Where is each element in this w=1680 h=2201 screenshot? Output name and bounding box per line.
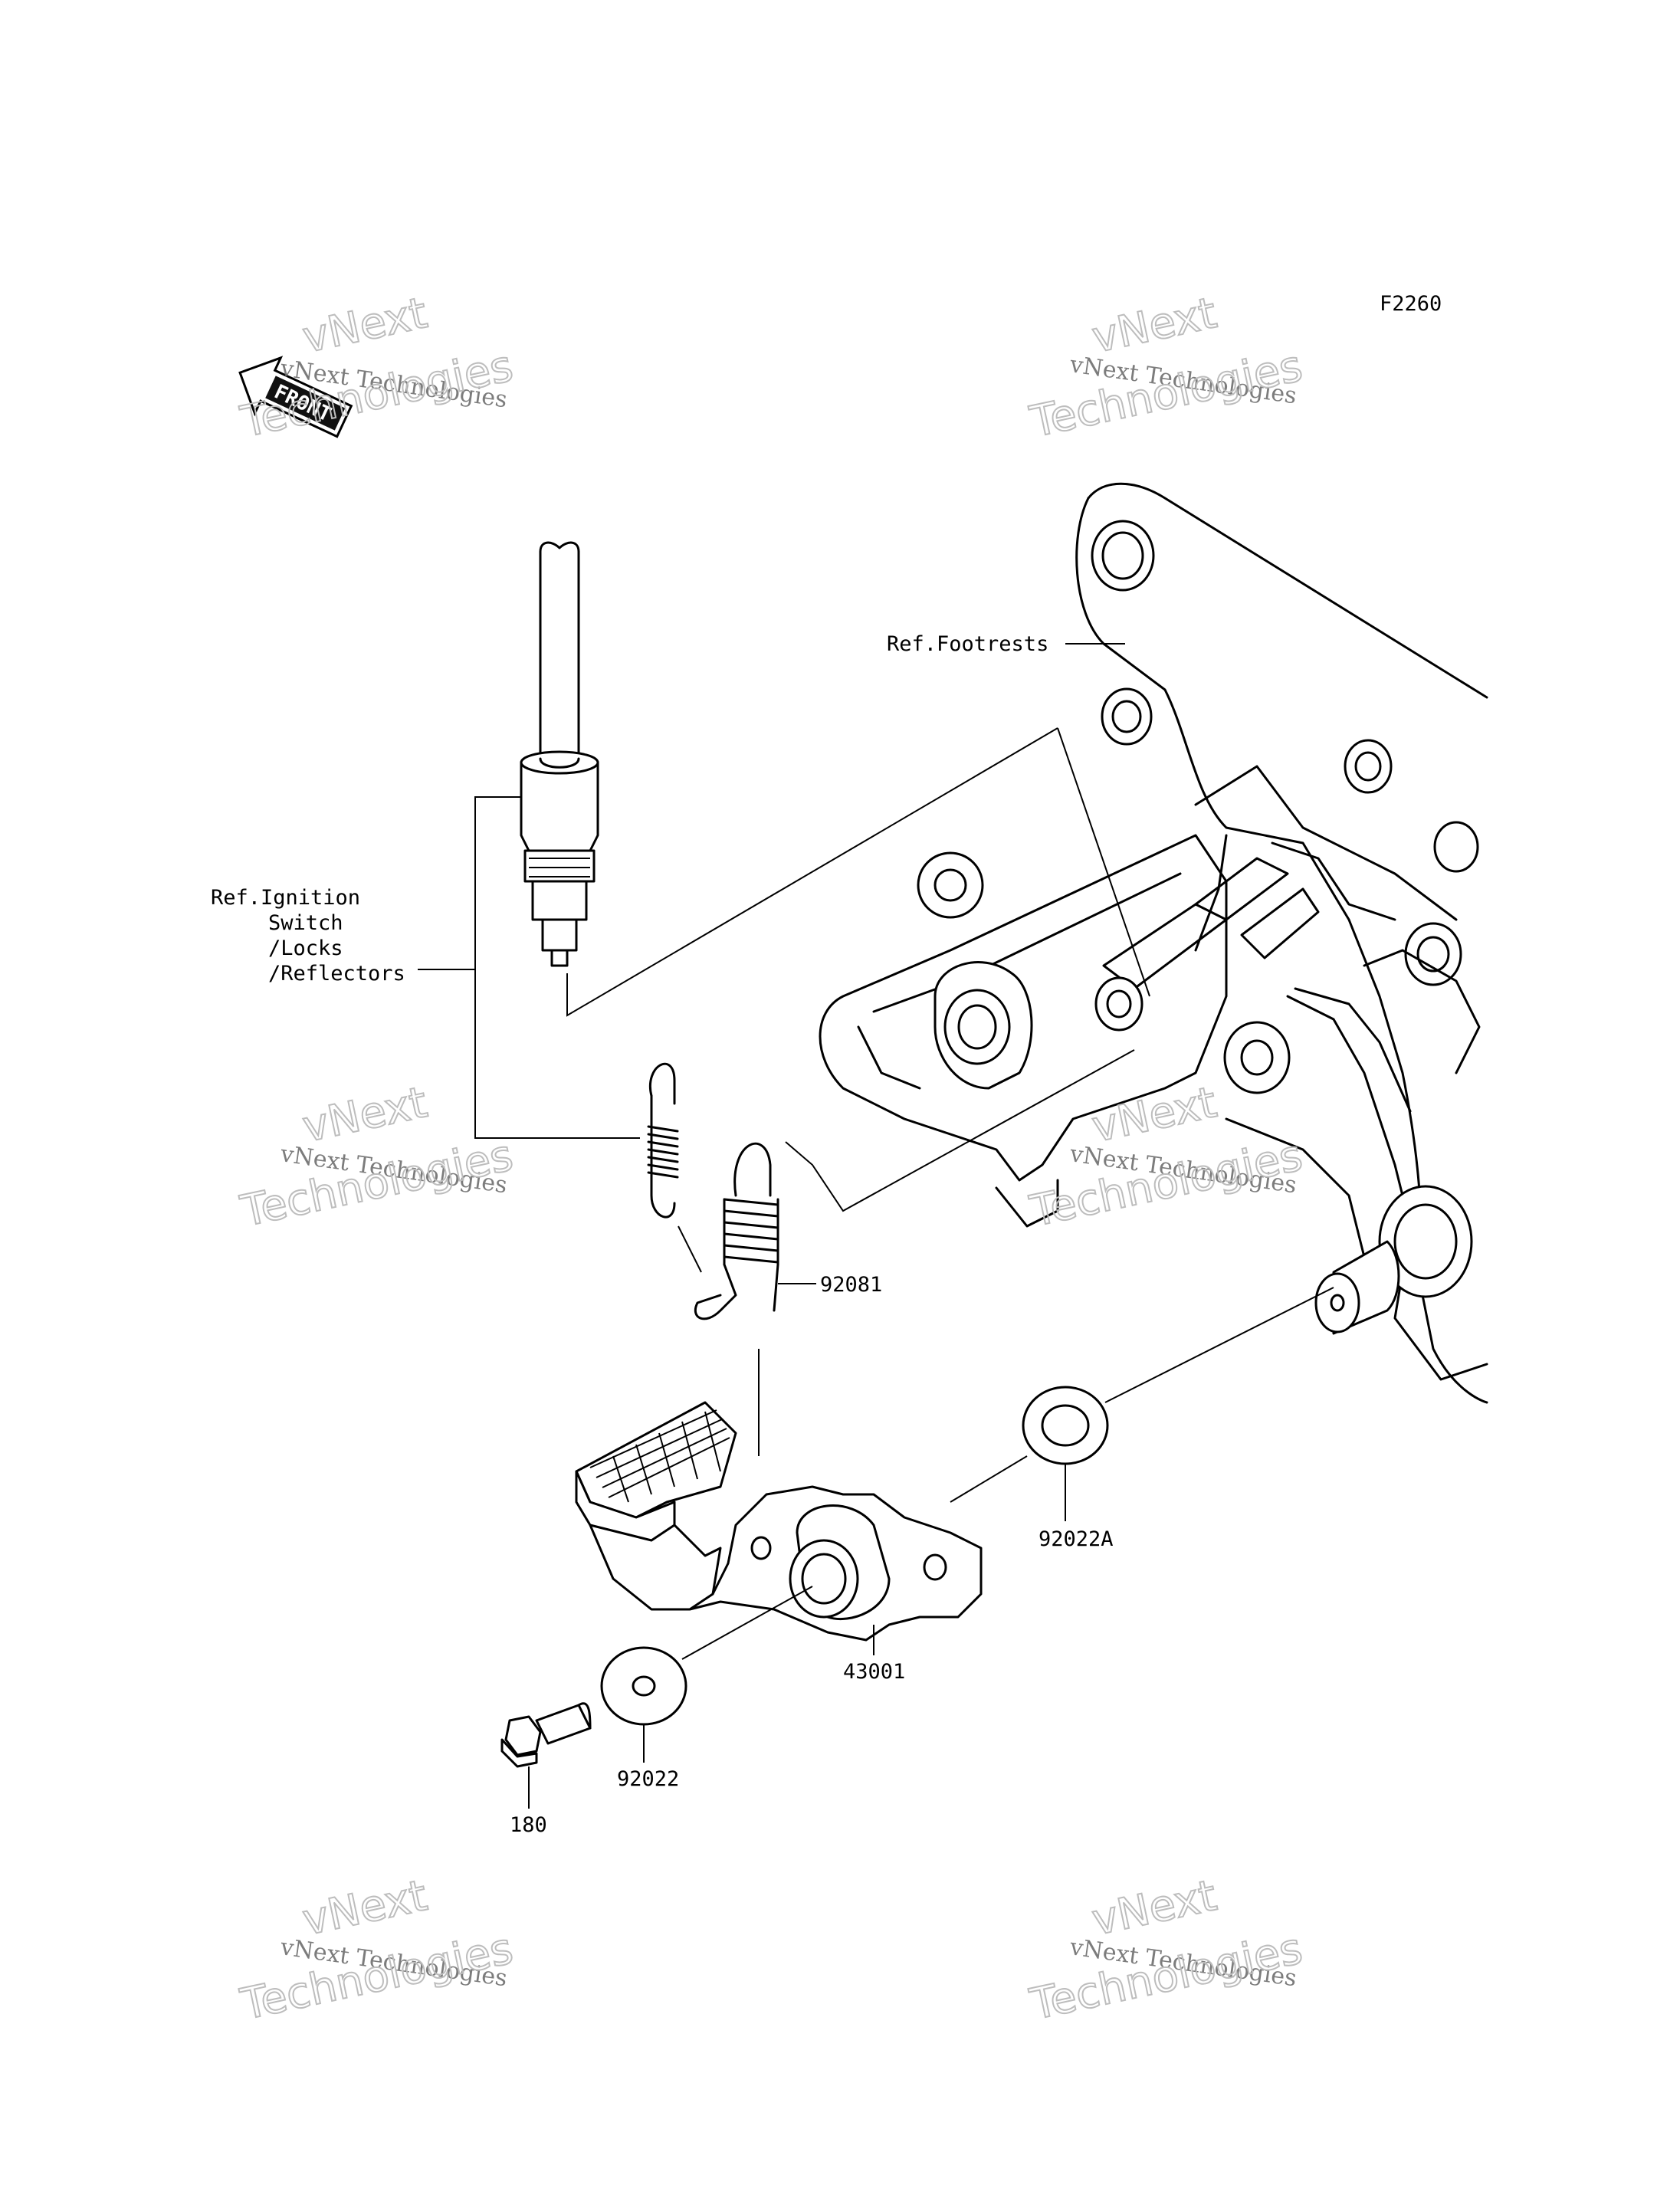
label-ref-ignition-3: /Locks — [268, 936, 343, 960]
watermark-top-left: vNext Technologies vNext Technologies — [235, 287, 517, 448]
bolt-180-drawing — [500, 1702, 592, 1768]
watermark-bottom-right: vNext Technologies vNext Technologies — [1025, 1870, 1307, 2031]
label-part-92081: 92081 — [820, 1273, 882, 1297]
svg-text:Technologies: Technologies — [236, 1924, 517, 2030]
brake-switch-drawing — [520, 541, 599, 967]
svg-text:Technologies: Technologies — [1025, 341, 1306, 448]
svg-text:vNext: vNext — [298, 288, 431, 363]
svg-text:vNext: vNext — [1088, 1871, 1221, 1946]
washer-92022-drawing — [600, 1646, 687, 1726]
svg-text:Technologies: Technologies — [236, 341, 517, 448]
leader-lines — [418, 643, 1334, 1809]
return-spring-drawing — [694, 1142, 779, 1320]
washer-92022a-drawing — [1022, 1386, 1109, 1465]
footrest-bracket-drawing — [819, 482, 1488, 1404]
label-ref-ignition-4: /Reflectors — [268, 962, 405, 986]
brake-pedal-drawing — [575, 1401, 983, 1642]
watermark-bottom-left: vNext Technologies vNext Technologies — [235, 1870, 517, 2031]
label-part-92022: 92022 — [617, 1767, 679, 1791]
svg-text:Technologies: Technologies — [1025, 1130, 1306, 1237]
small-spring-drawing — [647, 1062, 679, 1219]
label-ref-footrests: Ref.Footrests — [887, 632, 1048, 656]
diagram-code: F2260 — [1380, 292, 1442, 316]
label-ref-ignition-1: Ref.Ignition — [211, 886, 360, 910]
label-part-43001: 43001 — [843, 1660, 905, 1684]
watermark-top-right: vNext Technologies vNext Technologies — [1025, 287, 1307, 448]
svg-text:vNext: vNext — [1088, 288, 1221, 363]
svg-text:vNext: vNext — [298, 1871, 431, 1946]
svg-text:Technologies: Technologies — [1025, 1924, 1306, 2030]
label-part-92022a: 92022A — [1039, 1527, 1114, 1551]
watermark-middle-right: vNext Technologies vNext Technologies — [1025, 1077, 1307, 1238]
label-part-180: 180 — [510, 1813, 547, 1837]
svg-text:vNext: vNext — [1088, 1078, 1221, 1153]
svg-text:Technologies: Technologies — [236, 1130, 517, 1237]
label-ref-ignition-2: Switch — [268, 911, 343, 935]
svg-text:vNext: vNext — [298, 1078, 431, 1153]
